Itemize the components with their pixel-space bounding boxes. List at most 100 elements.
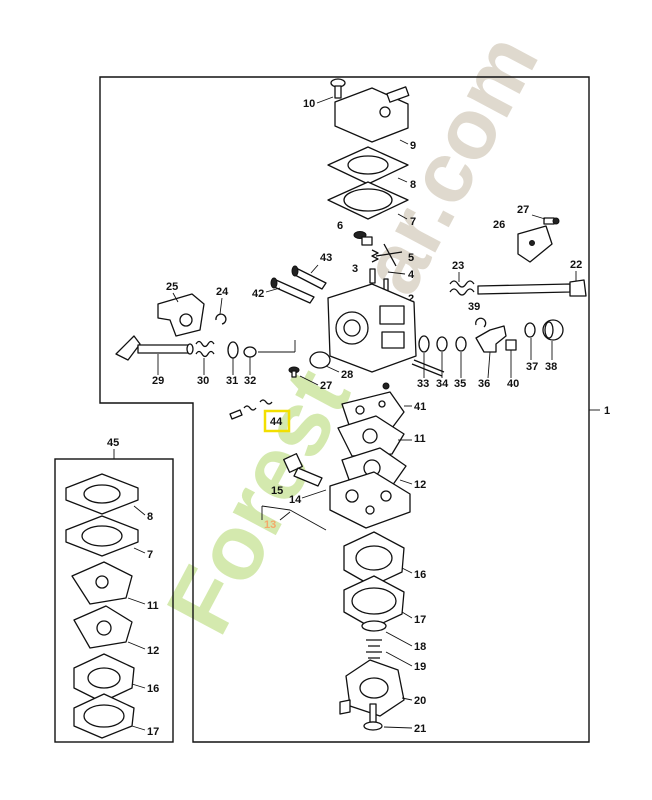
diaphragm-7 — [327, 181, 409, 220]
label-37: 37 — [526, 361, 538, 373]
choke-shaft-29 — [115, 335, 194, 361]
label-27-top: 27 — [517, 204, 529, 216]
throttle-shaft-22 — [477, 279, 587, 297]
cap-38 — [542, 319, 564, 341]
gasket-16 — [343, 531, 405, 587]
label-26: 26 — [493, 219, 505, 231]
adjust-screw-42 — [270, 277, 315, 304]
spring-set-44 — [229, 399, 273, 420]
label-1: 1 — [604, 405, 610, 417]
label-24: 24 — [216, 286, 229, 298]
label-25: 25 — [166, 281, 178, 293]
label-18: 18 — [414, 641, 426, 653]
disc-18 — [361, 620, 387, 632]
label-5: 5 — [408, 252, 414, 264]
kit-gasket-16 — [73, 653, 135, 703]
pump-cover-9 — [334, 86, 410, 143]
label-12: 12 — [414, 479, 426, 491]
label-29: 29 — [152, 375, 164, 387]
kit-label-8: 8 — [147, 511, 153, 523]
highlight-box-44 — [263, 409, 291, 433]
washer-37 — [524, 322, 536, 338]
label-8: 8 — [410, 179, 416, 191]
adjust-screw-43 — [291, 265, 327, 290]
washer-31 — [227, 341, 239, 359]
kit-plate-12 — [73, 605, 133, 649]
label-2: 2 — [408, 293, 414, 305]
kit-label-11: 11 — [147, 600, 159, 612]
washer-33 — [418, 335, 430, 353]
screw-6 — [353, 231, 373, 246]
label-20: 20 — [414, 695, 426, 707]
label-27-bottom: 27 — [320, 380, 332, 392]
label-21: 21 — [414, 723, 426, 735]
main-assembly-frame — [99, 76, 590, 743]
lever-5 — [375, 243, 403, 267]
label-13: 13 — [264, 519, 276, 531]
label-19: 19 — [414, 661, 426, 673]
label-6: 6 — [337, 220, 343, 232]
lever-26 — [517, 225, 553, 263]
label-39: 39 — [468, 301, 480, 313]
label-15: 15 — [271, 485, 283, 497]
carburetor-lower-body — [329, 471, 411, 529]
screw-10 — [330, 78, 346, 99]
label-4: 4 — [408, 269, 415, 281]
fitting-15 — [283, 453, 323, 487]
kit-label-7: 7 — [147, 549, 153, 561]
kit-label-12: 12 — [147, 645, 159, 657]
spring-19 — [366, 639, 382, 659]
label-17: 17 — [414, 614, 426, 626]
spring-30 — [195, 340, 215, 358]
label-30: 30 — [197, 375, 209, 387]
label-34: 34 — [436, 378, 449, 390]
label-36: 36 — [478, 378, 490, 390]
clip-39 — [475, 317, 487, 328]
gasket-8 — [327, 146, 409, 185]
nut-40 — [505, 339, 517, 351]
label-31: 31 — [226, 375, 238, 387]
needle-3 — [369, 268, 376, 284]
choke-lever-25 — [157, 293, 205, 337]
kit-label-16: 16 — [147, 683, 159, 695]
label-3: 3 — [352, 263, 358, 275]
washer-35 — [455, 336, 467, 352]
label-22: 22 — [570, 259, 582, 271]
kit-label-17: 17 — [147, 726, 159, 738]
screw-21 — [363, 703, 383, 731]
disc-28 — [309, 351, 331, 369]
screw-27-top — [543, 217, 560, 225]
label-35: 35 — [454, 378, 466, 390]
kit-diaphragm-17 — [73, 693, 135, 739]
label-41: 41 — [414, 401, 426, 413]
label-9: 9 — [410, 140, 416, 152]
label-45: 45 — [107, 437, 119, 449]
spring-23 — [449, 280, 475, 296]
label-23: 23 — [452, 260, 464, 272]
label-32: 32 — [244, 375, 256, 387]
kit-diaphragm-7 — [65, 515, 139, 557]
label-28: 28 — [341, 369, 353, 381]
label-43: 43 — [320, 252, 332, 264]
label-38: 38 — [545, 361, 557, 373]
label-10: 10 — [303, 98, 315, 110]
label-33: 33 — [417, 378, 429, 390]
bottom-cover-20 — [339, 659, 405, 717]
washer-34 — [436, 336, 448, 352]
label-44: 44 — [270, 416, 283, 428]
label-14: 14 — [289, 494, 302, 506]
carburetor-body — [327, 283, 445, 377]
label-11: 11 — [414, 433, 426, 445]
ring-32 — [243, 346, 257, 358]
gasket-11 — [337, 415, 405, 457]
diaphragm-17 — [343, 575, 405, 629]
label-16: 16 — [414, 569, 426, 581]
kit-gasket-8 — [65, 473, 139, 515]
spring-4 — [371, 249, 379, 263]
label-42: 42 — [252, 288, 264, 300]
lever-36 — [475, 325, 507, 353]
kit-gasket-11 — [71, 561, 133, 605]
clip-24 — [215, 313, 227, 325]
label-7: 7 — [410, 216, 416, 228]
